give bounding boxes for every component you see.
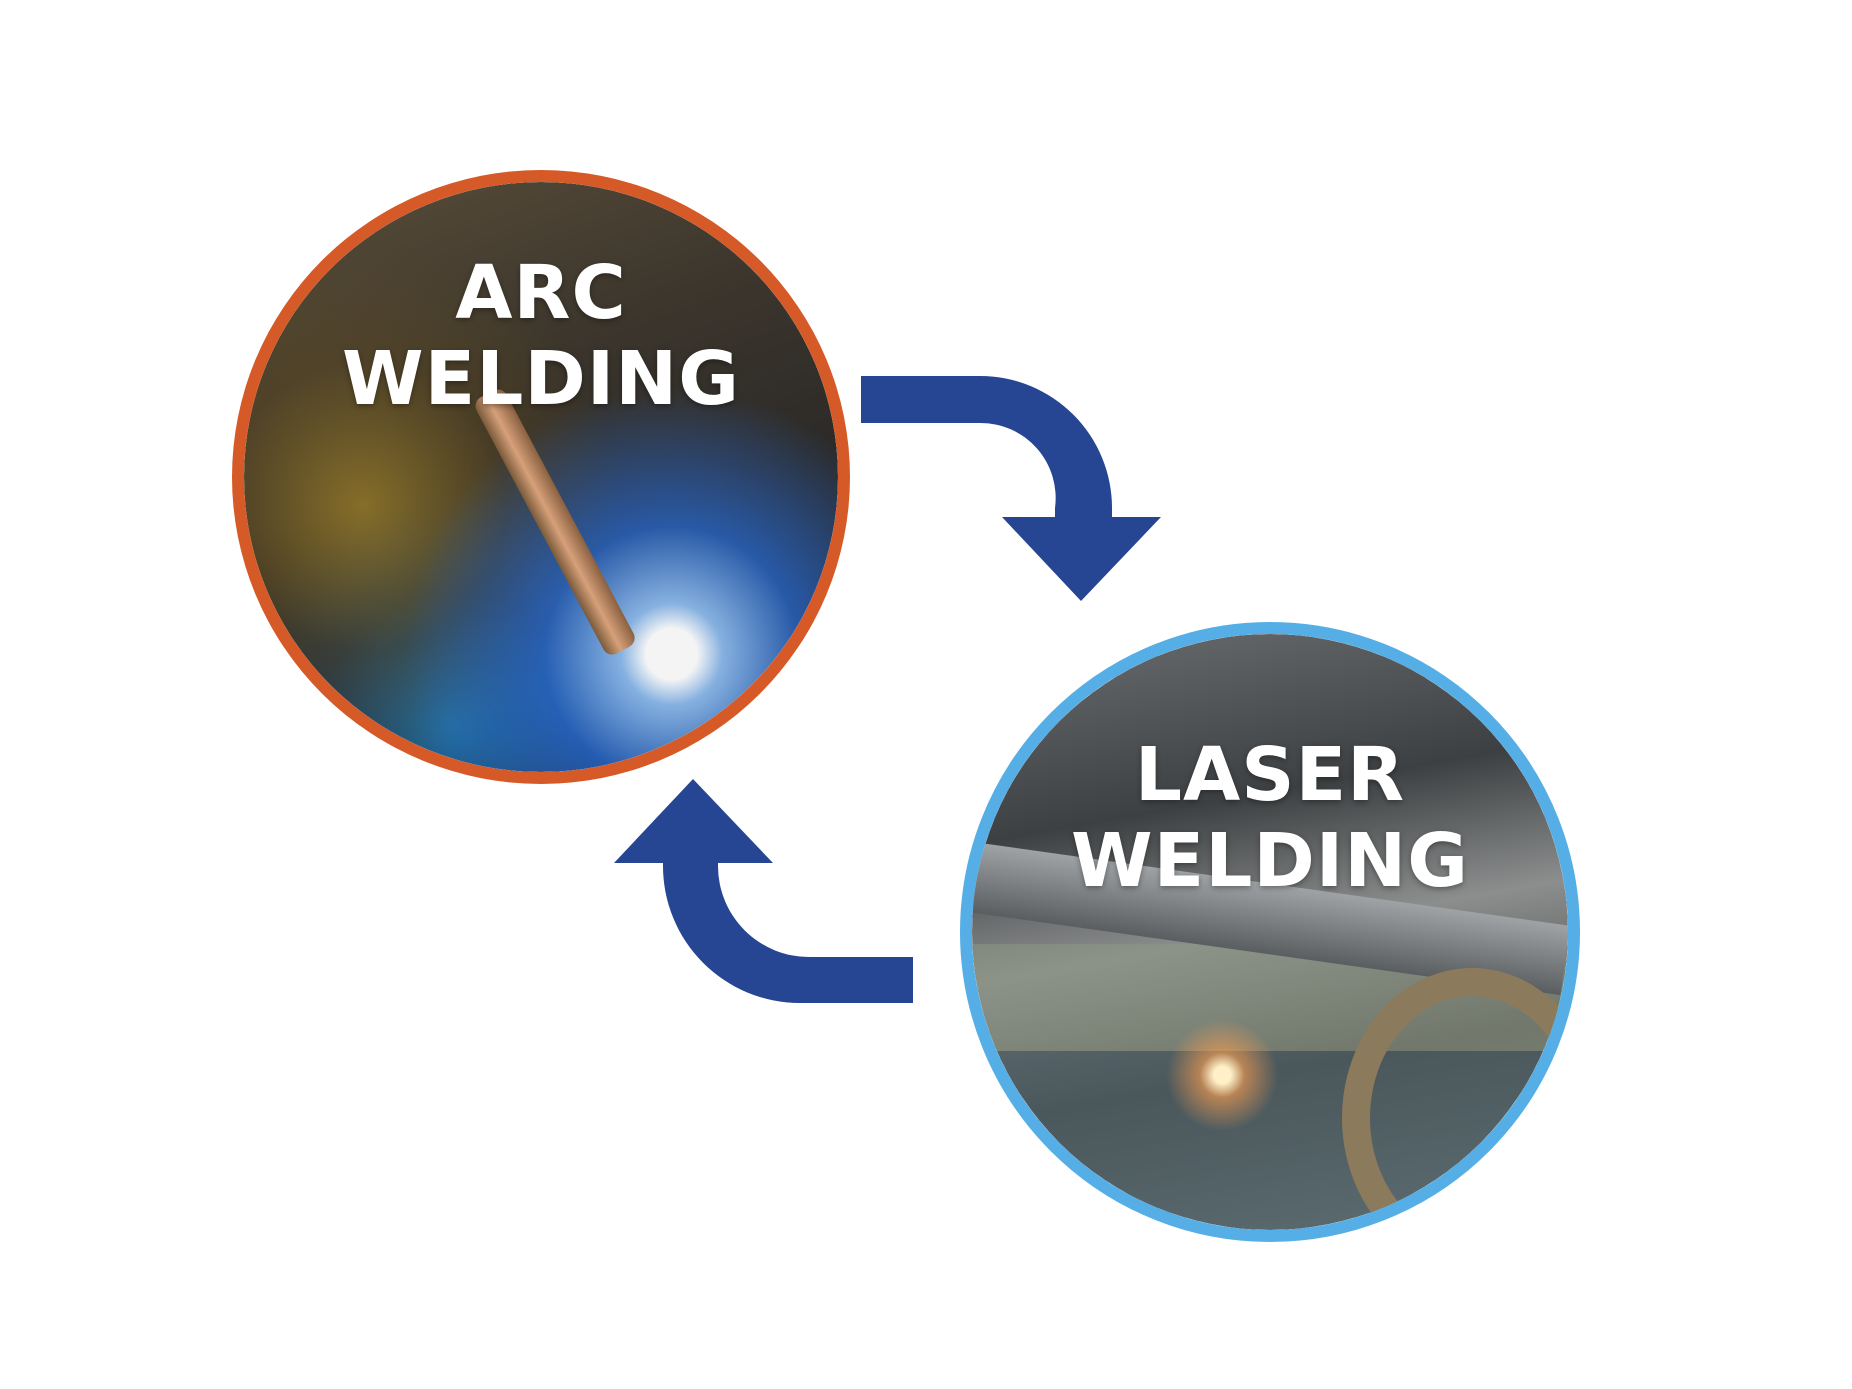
curved-arrow-up-icon (614, 779, 913, 1003)
laser-label-line1: LASER (1134, 732, 1406, 818)
laser-welding-label: LASER WELDING (1071, 732, 1469, 904)
arc-welding-node: ARC WELDING (232, 170, 850, 784)
arc-label-line2: WELDING (342, 336, 740, 422)
arc-label-line1: ARC (455, 250, 627, 336)
laser-label-line2: WELDING (1071, 818, 1469, 904)
laser-welding-node: LASER WELDING (960, 622, 1580, 1242)
curved-arrow-down-icon (861, 376, 1161, 601)
arc-welding-label: ARC WELDING (342, 250, 740, 422)
